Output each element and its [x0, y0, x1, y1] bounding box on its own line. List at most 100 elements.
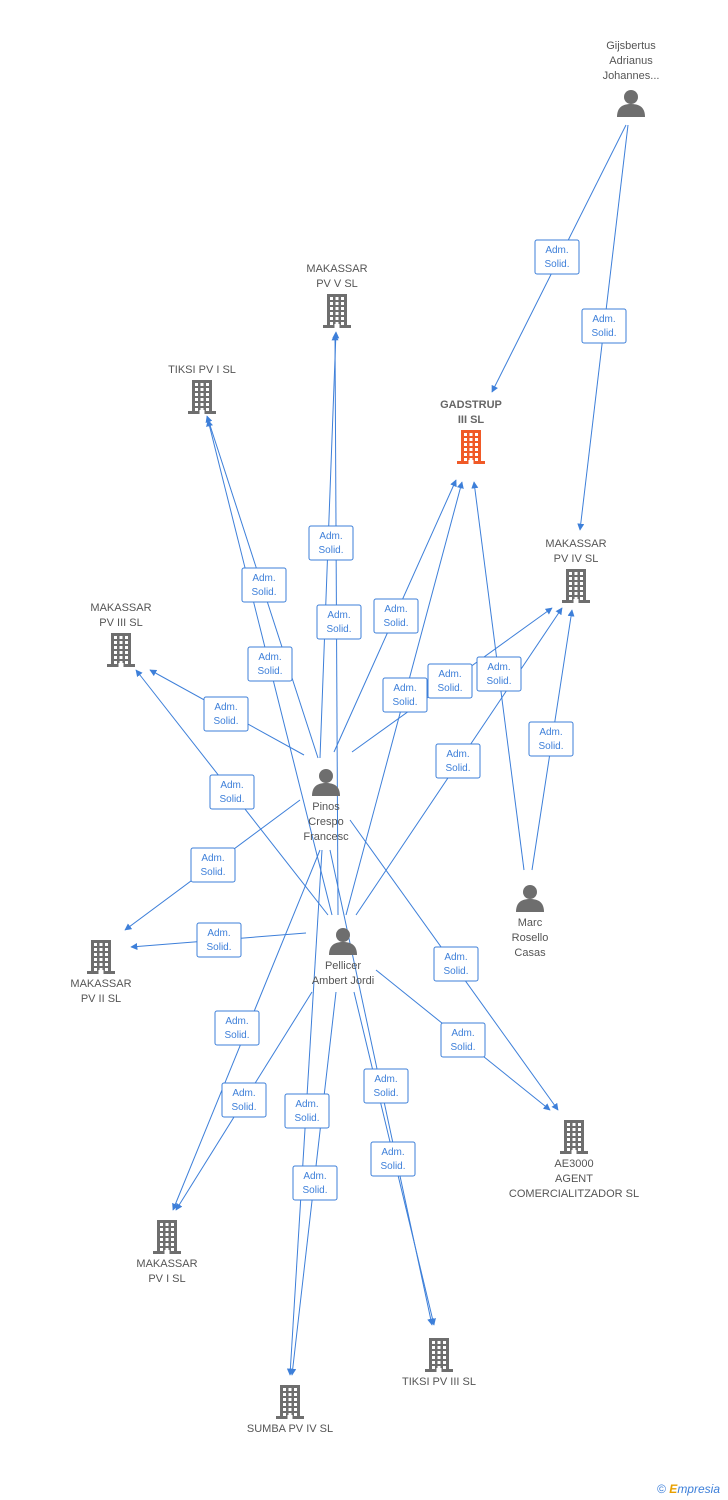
edge-label-pellicer-makassar5[interactable]: Adm.Solid.: [316, 604, 362, 640]
edge-label-line: Adm.: [207, 928, 230, 939]
edge-label-line: Solid.: [544, 259, 569, 270]
node-label: MAKASSAR: [545, 538, 606, 550]
edge-label-line: Solid.: [445, 763, 470, 774]
edge-label-line: Adm.: [220, 780, 243, 791]
edge-label-line: Adm.: [327, 610, 350, 621]
node-tiksi3[interactable]: TIKSI PV III SL: [402, 1338, 476, 1388]
edge-label-line: Adm.: [252, 573, 275, 584]
edge-label-marc-makassar4[interactable]: Adm.Solid.: [528, 721, 574, 757]
edge-label-pellicer-gadstrup[interactable]: Adm.Solid.: [382, 677, 428, 713]
node-label: COMERCIALITZADOR SL: [509, 1188, 639, 1200]
edge-label-line: Adm.: [444, 952, 467, 963]
edge-label-line: Adm.: [225, 1016, 248, 1027]
node-makassar5[interactable]: MAKASSAR PV V SL: [306, 263, 368, 328]
node-label: AGENT: [555, 1173, 593, 1185]
node-label: Rosello: [512, 932, 549, 944]
edge-label-pinos-ae3000[interactable]: Adm.Solid.: [433, 946, 479, 982]
building-icon: [425, 1338, 453, 1372]
edge-label-line: Solid.: [373, 1088, 398, 1099]
brand-logo: Empresia: [669, 1482, 720, 1496]
building-icon: [457, 430, 485, 464]
edge-label-pinos-tiksi1[interactable]: Adm.Solid.: [241, 567, 287, 603]
edge-label-line: Solid.: [383, 618, 408, 629]
edge-label-line: Adm.: [545, 245, 568, 256]
nodes-layer: GijsbertusAdrianusJohannes...MAKASSARPV …: [70, 40, 659, 1435]
node-label: Ambert Jordi: [312, 975, 374, 987]
edge-label-line: Adm.: [214, 702, 237, 713]
edge-label-line: Solid.: [206, 942, 231, 953]
edge-label-line: Adm.: [446, 749, 469, 760]
edge-label-pinos-makassar2[interactable]: Adm.Solid.: [190, 847, 236, 883]
building-icon: [562, 569, 590, 603]
node-gijsbertus[interactable]: GijsbertusAdrianusJohannes...: [603, 40, 660, 117]
person-icon: [329, 928, 357, 955]
edge-label-pellicer-makassar2[interactable]: Adm. Solid.: [196, 922, 242, 958]
edge-label-line: Adm.: [381, 1147, 404, 1158]
person-icon: [617, 90, 645, 117]
node-label: MAKASSAR: [306, 263, 367, 275]
edge-label-marc-gadstrup[interactable]: Adm. Solid.: [476, 656, 522, 692]
footer-brand[interactable]: © Empresia: [657, 1482, 720, 1496]
node-label: TIKSI PV I SL: [168, 364, 236, 376]
building-icon: [560, 1120, 588, 1154]
edge-label-pellicer-tiksi1[interactable]: Adm.Solid.: [247, 646, 293, 682]
edge-label-pinos-sumba4[interactable]: Adm.Solid.: [284, 1093, 330, 1129]
edge-label-line: Solid.: [224, 1030, 249, 1041]
edge-label-line: Adm.: [258, 652, 281, 663]
node-label: PV III SL: [99, 617, 142, 629]
edge-label-line: Adm.: [438, 669, 461, 680]
node-label: Casas: [514, 947, 546, 959]
edge-label-line: Solid.: [392, 697, 417, 708]
building-icon: [276, 1385, 304, 1419]
edge-label-line: Solid.: [591, 328, 616, 339]
copyright-symbol: ©: [657, 1482, 666, 1496]
edge-label-line: Solid.: [450, 1042, 475, 1053]
edge-label-pinos-makassar1[interactable]: Adm. Solid.: [214, 1010, 260, 1046]
person-icon: [516, 885, 544, 912]
edge-label-pinos-tiksi3[interactable]: Adm.Solid.: [363, 1068, 409, 1104]
edge-label-pellicer-sumba4[interactable]: Adm.Solid.: [292, 1165, 338, 1201]
building-icon: [87, 940, 115, 974]
node-label: SUMBA PV IV SL: [247, 1423, 333, 1435]
node-label: Crespo: [308, 816, 343, 828]
edge-label-line: Adm.: [232, 1088, 255, 1099]
edge-label-pellicer-tiksi3[interactable]: Adm.Solid.: [370, 1141, 416, 1177]
edge-label-line: Adm.: [384, 604, 407, 615]
node-label: PV V SL: [316, 278, 358, 290]
node-sumba4[interactable]: SUMBA PV IV SL: [247, 1385, 333, 1435]
edge-label-pinos-makassar3[interactable]: Adm.Solid.: [203, 696, 249, 732]
edge-label-line: Adm.: [303, 1171, 326, 1182]
edge-label-line: Solid.: [200, 867, 225, 878]
edge-label-line: Solid.: [486, 676, 511, 687]
edge-label-gijsbertus-makassar4[interactable]: Adm.Solid.: [581, 308, 627, 344]
edge-label-line: Solid.: [538, 741, 563, 752]
edge-label-pellicer-ae3000[interactable]: Adm.Solid.: [440, 1022, 486, 1058]
building-icon: [323, 294, 351, 328]
edge-label-gijsbertus-gadstrup[interactable]: Adm. Solid.: [534, 239, 580, 275]
edge-label-pinos-makassar5[interactable]: Adm. Solid.: [308, 525, 354, 561]
node-tiksi1[interactable]: TIKSI PV I SL: [168, 364, 236, 414]
edge-label-line: Solid.: [231, 1102, 256, 1113]
node-label: TIKSI PV III SL: [402, 1376, 476, 1388]
edge-label-line: Adm.: [487, 662, 510, 673]
edge-label-pinos-makassar4[interactable]: Adm.Solid.: [427, 663, 473, 699]
edge-label-pellicer-makassar3[interactable]: Adm.Solid.: [209, 774, 255, 810]
edge-label-line: Solid.: [294, 1113, 319, 1124]
building-icon: [107, 633, 135, 667]
edge-label-pellicer-makassar4[interactable]: Adm. Solid.: [435, 743, 481, 779]
edge-label-line: Solid.: [318, 545, 343, 556]
edge-label-line: Adm.: [319, 531, 342, 542]
edge-label-pellicer-makassar1[interactable]: Adm. Solid.: [221, 1082, 267, 1118]
edge-label-pinos-gadstrup[interactable]: Adm. Solid.: [373, 598, 419, 634]
node-label: MAKASSAR: [70, 978, 131, 990]
